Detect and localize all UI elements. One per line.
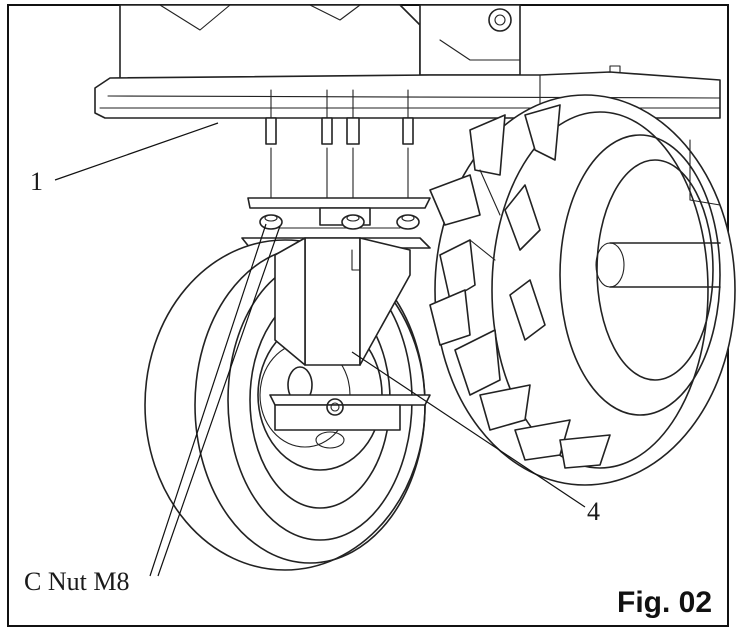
figure-caption: Fig. 02 [617, 586, 712, 619]
callout-4: 4 [587, 497, 600, 526]
callout-c-nut-m8: C Nut M8 [24, 567, 129, 596]
leader-lines [54, 122, 586, 577]
mounting-studs [265, 89, 414, 201]
tine-wheel [429, 94, 736, 486]
caster-fork [269, 237, 431, 449]
upper-bracket [119, 4, 521, 81]
callout-1: 1 [30, 167, 43, 196]
